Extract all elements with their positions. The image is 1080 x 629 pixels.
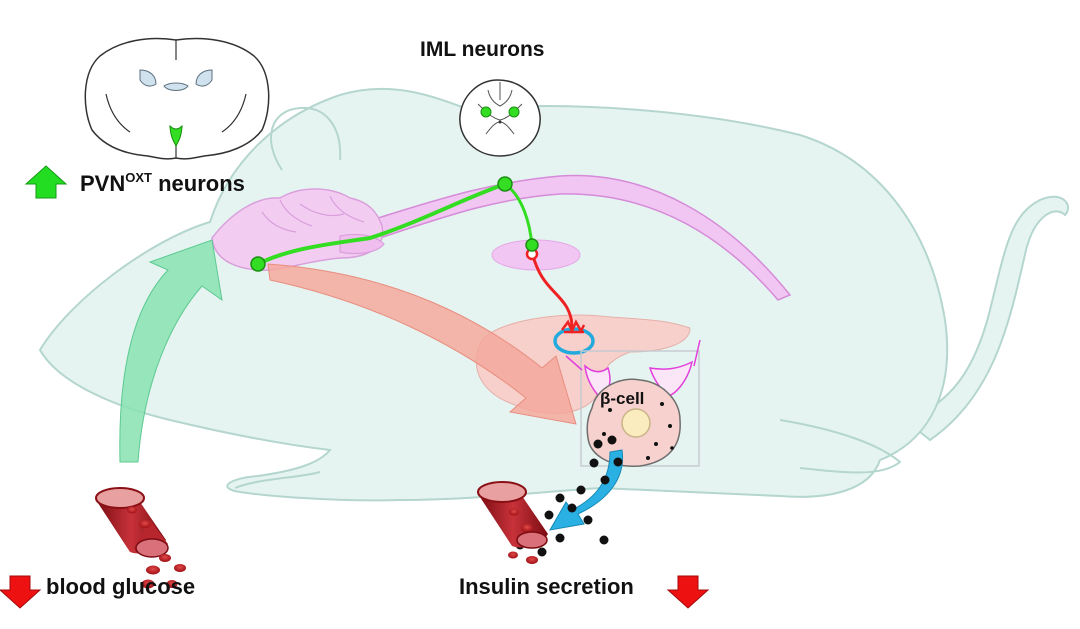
mouse-front-paw — [234, 471, 321, 489]
iml-neurons-label: IML neurons — [420, 38, 545, 61]
blood-vessel-icon — [477, 481, 548, 564]
insulin-granules — [602, 402, 674, 460]
mouse-ear — [270, 106, 342, 171]
down-arrow-icon — [0, 575, 42, 609]
beta-cell-nucleus — [621, 408, 651, 438]
blood-vessel-icon — [95, 487, 186, 589]
insulin-secretion-label: Insulin secretion — [459, 574, 634, 599]
pvn-label-main: PVN — [80, 171, 126, 196]
spinal-cord-section-icon — [459, 79, 541, 157]
glucose-sensing-arrow — [119, 239, 223, 463]
pvn-label-rest: neurons — [151, 171, 245, 196]
pvn-to-beta-arrow — [267, 263, 577, 425]
sympathetic-nerve — [525, 247, 586, 335]
blood-glucose-label: blood glucose — [46, 574, 196, 599]
spinal-cord — [317, 174, 792, 301]
down-arrow-icon — [666, 575, 710, 609]
brain-coronal-section-icon — [84, 37, 270, 160]
beta-cell — [586, 378, 681, 467]
mouse-hind-leg — [779, 419, 902, 474]
mouse-silhouette — [38, 87, 1069, 502]
beta-cell-label: β-cell — [600, 389, 645, 408]
pvn-label-superscript: OXT — [125, 170, 152, 185]
up-arrow-icon — [24, 165, 68, 199]
mouse-body — [38, 87, 949, 502]
oxt-neuron-pathway — [250, 176, 539, 272]
pvn-oxt-neurons-label: PVNOXT neurons — [80, 170, 245, 197]
